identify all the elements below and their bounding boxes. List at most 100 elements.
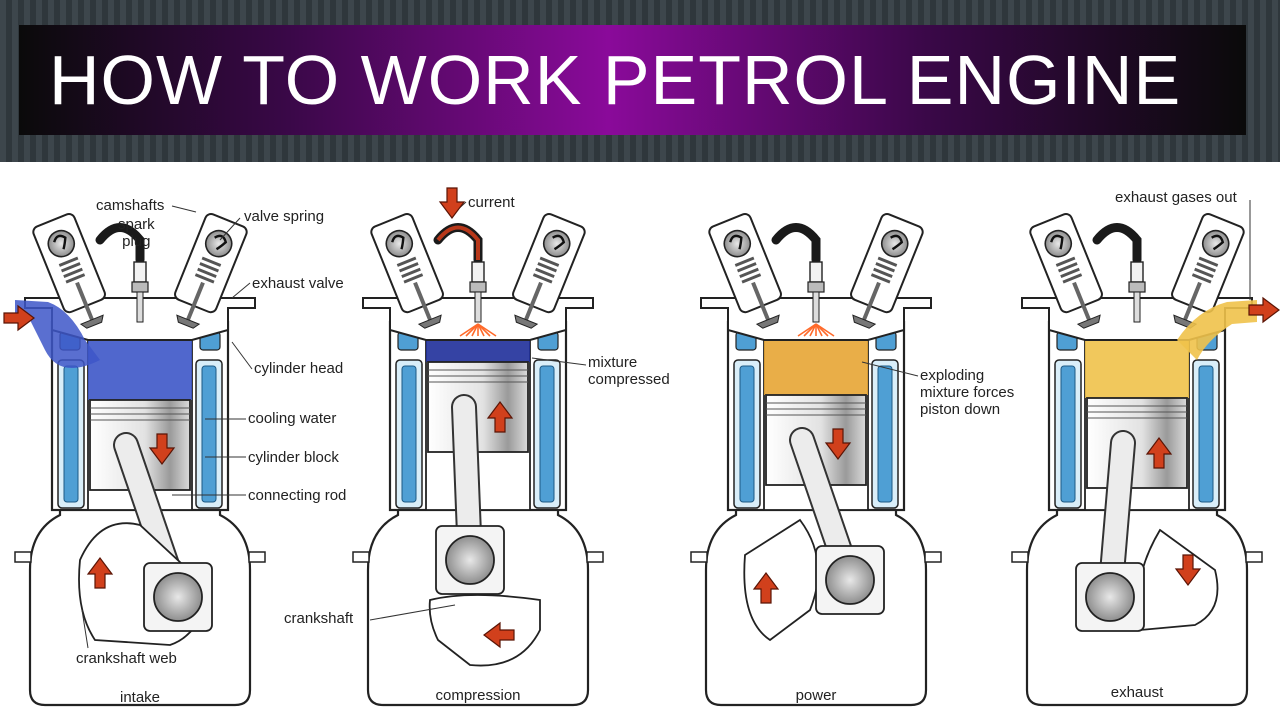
camshaft-lobe: [1201, 229, 1230, 258]
crankshaft-web: [743, 518, 819, 642]
cam-profile: [53, 234, 67, 250]
crankcase-flange-left: [14, 551, 32, 563]
valve-head: [176, 314, 201, 329]
valve-stem: [413, 281, 432, 321]
engine-intake: [3, 213, 266, 707]
spark-ray: [477, 323, 497, 337]
crankshaft-journal: [825, 555, 875, 605]
label-leader-line: [231, 341, 253, 370]
valve-head: [514, 314, 539, 329]
cooling-water-left: [1060, 365, 1076, 503]
spark-ray: [815, 323, 835, 337]
valve-spring-coil: [396, 256, 417, 267]
spark-ray: [471, 323, 479, 337]
title-banner-background: HOW TO WORK PETROL ENGINE: [0, 0, 1280, 162]
valve-spring-coil: [875, 262, 896, 273]
label-camshafts: camshafts: [96, 197, 165, 214]
valve-spring-coil: [401, 267, 421, 278]
piston-direction-arrow: [486, 401, 514, 433]
intake-mixture: [88, 340, 192, 400]
crankshaft-journal: [153, 572, 203, 622]
spark-plug-lead: [771, 223, 821, 265]
spark-plug-nut: [469, 281, 487, 293]
engine-power: [690, 213, 942, 707]
valve-spring-coil: [201, 256, 222, 267]
exhaust-valve-tower: [174, 213, 248, 329]
camshaft-lobe: [542, 229, 571, 258]
valve-spring-coil: [1196, 262, 1217, 273]
exhaust-gas: [1085, 340, 1189, 398]
crankshaft-web: [428, 594, 541, 667]
spark-plug-lead: [1092, 223, 1142, 265]
cooling-water-left: [63, 365, 79, 503]
intake-valve-tower: [708, 213, 782, 329]
label-spark-plug: spark plug: [118, 216, 155, 250]
valve-spring-coil: [873, 267, 893, 278]
valve-head: [79, 314, 104, 329]
label-connecting-rod: connecting rod: [248, 487, 347, 504]
crankshaft-journal: [445, 535, 495, 585]
valve-spring-coil: [537, 262, 558, 273]
label-leader-line: [219, 217, 241, 241]
piston-direction-arrow: [824, 428, 852, 460]
spark-plug-nut: [131, 281, 149, 293]
valve-stem: [1183, 281, 1202, 321]
valve-stem: [862, 281, 881, 321]
spark-plug-body: [809, 261, 823, 283]
cam-profile: [552, 234, 566, 251]
label-leader-line: [231, 282, 251, 299]
camshaft-lobe: [47, 229, 76, 258]
valve-spring-coil: [197, 267, 217, 278]
cooling-water-left: [401, 365, 417, 503]
intake-valve-tower: [1029, 213, 1103, 329]
crankcase-flange-left: [352, 551, 370, 563]
valve-head: [852, 314, 877, 329]
stage-label-power: power: [795, 687, 837, 704]
label-cooling-water: cooling water: [248, 410, 337, 427]
valve-spring-coil: [1062, 273, 1083, 284]
valve-spring-coil: [63, 267, 83, 278]
valve-spring-coil: [1057, 262, 1078, 273]
cooling-water-left: [739, 365, 755, 503]
valve-spring-coil: [739, 267, 759, 278]
cooling-water-right: [1198, 365, 1214, 503]
crankcase-flange-right: [248, 551, 266, 563]
spark-plug-tip: [474, 291, 482, 323]
stage-label-intake: intake: [119, 689, 161, 706]
label-leader-line: [369, 604, 456, 621]
current-arrow: [438, 187, 466, 219]
valve-stem: [75, 281, 94, 321]
spark-plug-lead: [95, 223, 145, 265]
spark-plug-tip: [136, 291, 144, 323]
label-exploding-mixture: exploding mixture forces piston down: [920, 367, 1015, 418]
spark-plug-body: [133, 261, 147, 283]
label-leader-line: [531, 357, 587, 366]
title-bar: HOW TO WORK PETROL ENGINE: [19, 25, 1246, 135]
exhaust-out-arrow: [1248, 296, 1280, 324]
spark-plug-tip: [1133, 291, 1141, 323]
label-leader-line: [861, 361, 919, 377]
crankcase-flange-right: [924, 551, 942, 563]
intake-valve-tower: [370, 213, 444, 329]
camshaft-lobe: [204, 229, 233, 258]
intake-arrow: [3, 304, 35, 332]
valve-head: [755, 314, 780, 329]
piston: [1086, 397, 1188, 489]
valve-spring-coil: [734, 256, 755, 267]
cooling-water-right: [877, 365, 893, 503]
crankcase-flange-left: [690, 551, 708, 563]
crankcase-flange-left: [1011, 551, 1029, 563]
label-leader-line: [171, 205, 197, 213]
valve-spring-coil: [1055, 256, 1076, 267]
valve-stem: [1072, 281, 1091, 321]
spark-ray: [809, 323, 817, 337]
page-title: HOW TO WORK PETROL ENGINE: [49, 41, 1182, 119]
spark-plug-tip: [812, 291, 820, 323]
camshaft-lobe: [723, 229, 752, 258]
intake-valve-tower: [32, 213, 106, 329]
valve-spring-coil: [1191, 273, 1212, 284]
valve-spring-coil: [1060, 267, 1080, 278]
valve-spring-coil: [877, 256, 898, 267]
valve-spring-coil: [1194, 267, 1214, 278]
